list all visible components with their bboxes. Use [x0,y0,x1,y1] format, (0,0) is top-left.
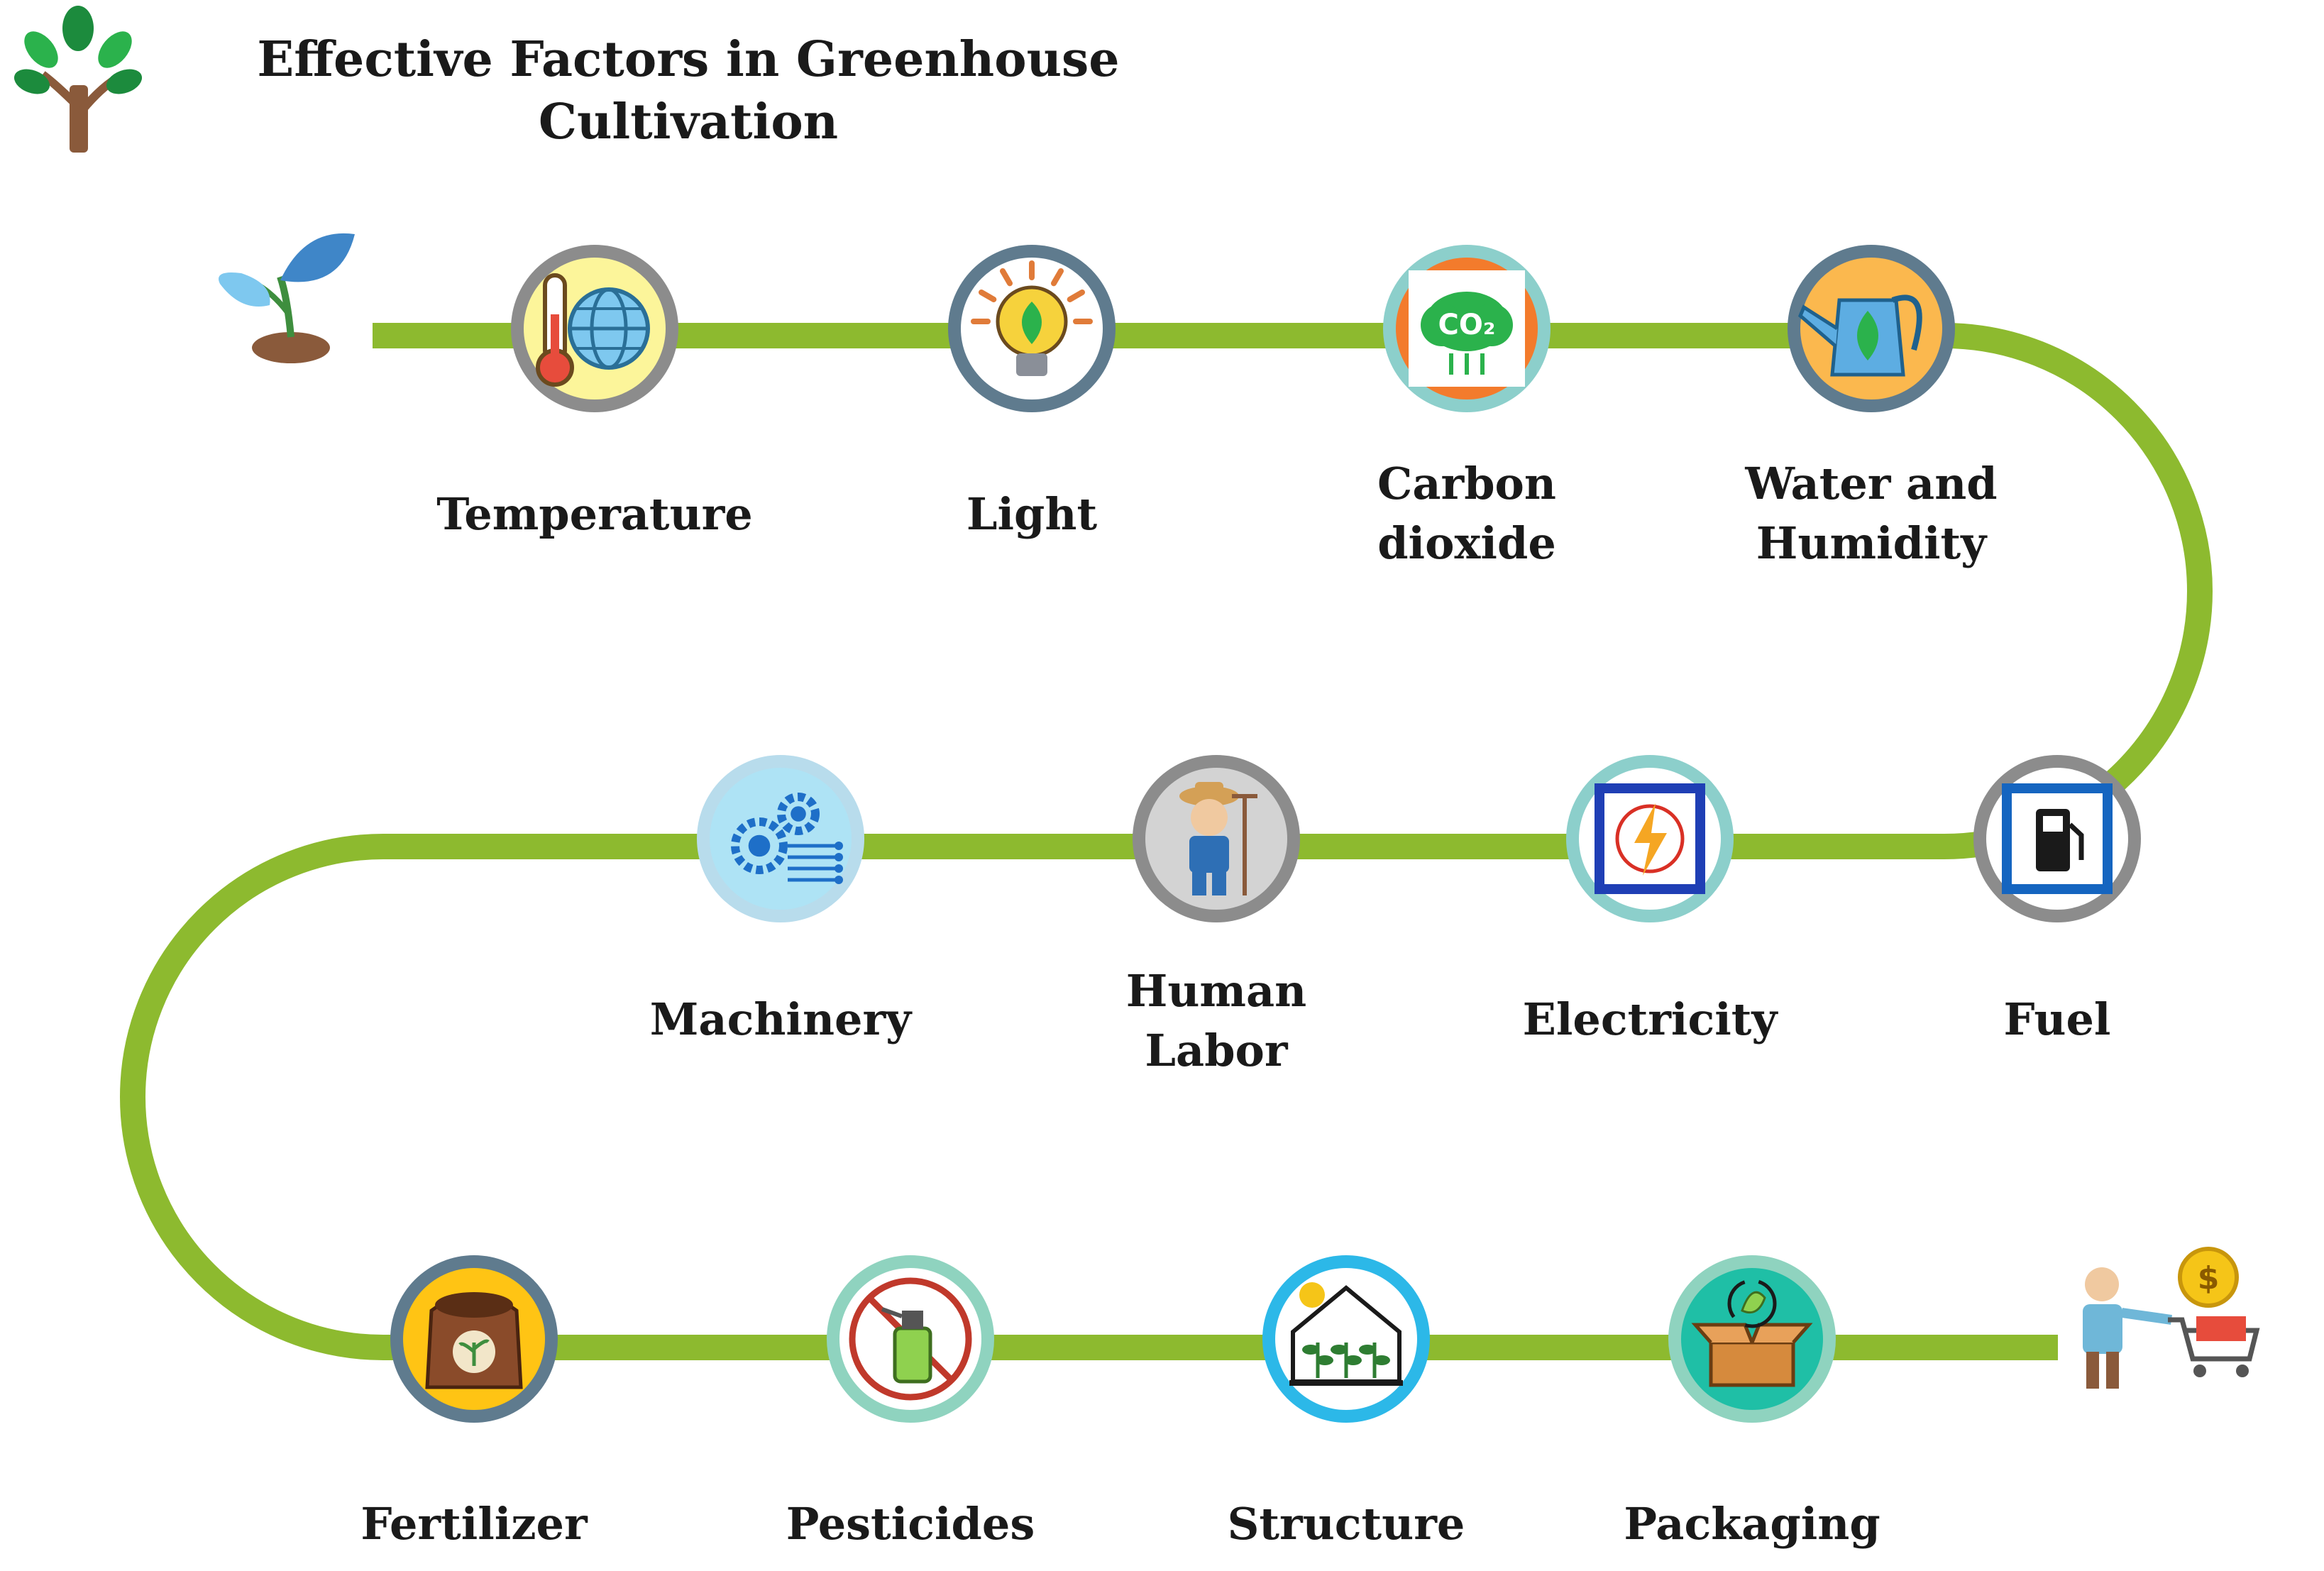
pesticide-sprayer-icon [849,1277,972,1401]
factor-electricity-label: Electricity [1522,993,1778,1045]
factor-machinery-label: Machinery [649,993,912,1045]
sprout-icon [219,233,355,363]
greenhouse-icon [1289,1282,1403,1386]
watering-can-icon [1797,294,1922,377]
factor-structure-label: Structure [1227,1498,1465,1550]
svg-text:CO₂: CO₂ [1438,309,1496,341]
fertilizer-sack-icon [425,1292,523,1389]
factor-human-labor-label: Human Labor [1125,965,1307,1076]
farmer-icon [1179,782,1257,895]
page-title: Effective Factors in Greenhouse Cultivat… [257,31,1120,150]
factor-packaging-label: Packaging [1624,1498,1880,1550]
tree-icon [13,6,143,153]
factor-carbon-dioxide-label: Carbon dioxide [1377,458,1556,569]
packaging-box-icon [1691,1279,1813,1387]
electricity-bolt-icon [1595,783,1705,894]
factor-water-and-humidity-label: Water and Humidity [1745,458,1998,569]
thermometer-globe-icon [536,273,650,387]
customer-cart-icon: $ [2083,1247,2260,1389]
svg-text:$: $ [2198,1260,2220,1296]
co2-cloud-icon: CO₂ [1409,270,1525,387]
factor-light-label: Light [966,488,1098,540]
factor-fertilizer-label: Fertilizer [360,1498,588,1550]
winding-path [120,323,2213,1360]
factor-fuel-label: Fuel [2003,993,2111,1045]
factor-pesticides-label: Pesticides [786,1498,1035,1550]
light-bulb-leaf-icon [971,260,1093,376]
gears-circuit-icon [731,793,843,884]
factor-temperature-label: Temperature [436,488,753,540]
factor-machinery-node [710,768,852,910]
fuel-pump-icon [2002,783,2113,894]
